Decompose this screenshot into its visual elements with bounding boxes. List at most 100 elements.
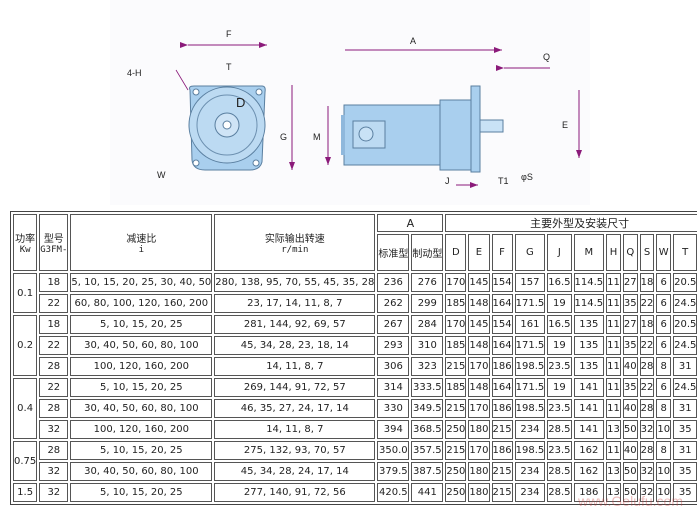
table-cell: 10	[656, 420, 672, 439]
table-cell: 6	[656, 315, 672, 334]
table-cell: 6	[656, 378, 672, 397]
header-dim-w: W	[656, 234, 672, 271]
table-cell: 135	[573, 357, 605, 376]
table-cell: 250	[445, 462, 467, 481]
header-dim-j: J	[547, 234, 572, 271]
table-cell: 275, 132, 93, 70, 57	[214, 441, 376, 460]
table-cell: 441	[411, 483, 444, 502]
table-cell: 135	[573, 336, 605, 355]
table-cell: 269, 144, 91, 72, 57	[214, 378, 376, 397]
table-cell: 23.5	[547, 441, 572, 460]
table-cell: 310	[411, 336, 444, 355]
header-dimensions: 主要外型及安装尺寸	[445, 214, 697, 232]
table-cell: 162	[573, 441, 605, 460]
table-cell: 6	[656, 294, 672, 313]
header-dim-m: M	[573, 234, 605, 271]
table-cell: 5, 10, 15, 20, 25	[70, 441, 213, 460]
header-a-standard: 标准型	[377, 234, 410, 271]
table-cell: 277, 140, 91, 72, 56	[214, 483, 376, 502]
table-cell: 185	[445, 336, 467, 355]
table-cell: 35	[673, 462, 697, 481]
table-cell: 148	[468, 294, 490, 313]
table-cell: 215	[491, 420, 513, 439]
table-cell: 186	[491, 357, 513, 376]
table-cell: 22	[39, 336, 69, 355]
table-cell: 114.5	[573, 273, 605, 292]
table-cell: 350.0	[377, 441, 410, 460]
label-t: T	[226, 62, 232, 72]
table-cell: 11	[606, 378, 621, 397]
table-cell: 349.5	[411, 399, 444, 418]
power-cell: 0.75	[13, 441, 38, 481]
table-cell: 14, 11, 8, 7	[214, 357, 376, 376]
table-cell: 20.5	[673, 273, 697, 292]
table-cell: 198.5	[514, 399, 546, 418]
table-cell: 180	[468, 420, 490, 439]
table-cell: 11	[606, 441, 621, 460]
table-cell: 5, 10, 15, 20, 25, 30, 40, 50	[70, 273, 213, 292]
table-cell: 420.5	[377, 483, 410, 502]
table-cell: 180	[468, 462, 490, 481]
table-cell: 234	[514, 483, 546, 502]
label-s: φS	[521, 172, 533, 182]
table-cell: 23.5	[547, 357, 572, 376]
power-cell: 0.1	[13, 273, 38, 313]
table-cell: 19	[547, 378, 572, 397]
header-dim-s: S	[639, 234, 655, 271]
table-cell: 198.5	[514, 441, 546, 460]
table-cell: 164	[491, 294, 513, 313]
table-cell: 28	[639, 399, 655, 418]
table-cell: 236	[377, 273, 410, 292]
table-cell: 16.5	[547, 315, 572, 334]
table-cell: 135	[573, 315, 605, 334]
watermark: www.Gelufu.com	[577, 493, 683, 509]
table-cell: 157	[514, 273, 546, 292]
table-cell: 267	[377, 315, 410, 334]
table-cell: 11	[606, 294, 621, 313]
label-a: A	[410, 36, 416, 46]
table-cell: 330	[377, 399, 410, 418]
table-cell: 100, 120, 160, 200	[70, 357, 213, 376]
table-cell: 281, 144, 92, 69, 57	[214, 315, 376, 334]
table-cell: 170	[468, 441, 490, 460]
front-view	[188, 85, 266, 171]
table-cell: 154	[491, 315, 513, 334]
table-cell: 35	[622, 294, 638, 313]
label-d: D	[236, 95, 245, 110]
table-cell: 170	[445, 315, 467, 334]
table-cell: 8	[656, 441, 672, 460]
table-cell: 18	[639, 315, 655, 334]
table-cell: 162	[573, 462, 605, 481]
table-cell: 31	[673, 399, 697, 418]
table-cell: 24.5	[673, 294, 697, 313]
table-cell: 14, 11, 8, 7	[214, 420, 376, 439]
table-cell: 27	[622, 273, 638, 292]
table-cell: 11	[606, 315, 621, 334]
table-cell: 379.5	[377, 462, 410, 481]
table-cell: 13	[606, 483, 621, 502]
table-cell: 100, 120, 160, 200	[70, 420, 213, 439]
table-cell: 30, 40, 50, 60, 80, 100	[70, 336, 213, 355]
table-cell: 262	[377, 294, 410, 313]
table-cell: 186	[573, 483, 605, 502]
table-cell: 141	[573, 420, 605, 439]
table-cell: 148	[468, 378, 490, 397]
table-cell: 185	[445, 294, 467, 313]
label-g: G	[280, 132, 287, 142]
power-cell: 0.4	[13, 378, 38, 439]
table-cell: 10	[656, 483, 672, 502]
label-f: F	[226, 29, 232, 39]
